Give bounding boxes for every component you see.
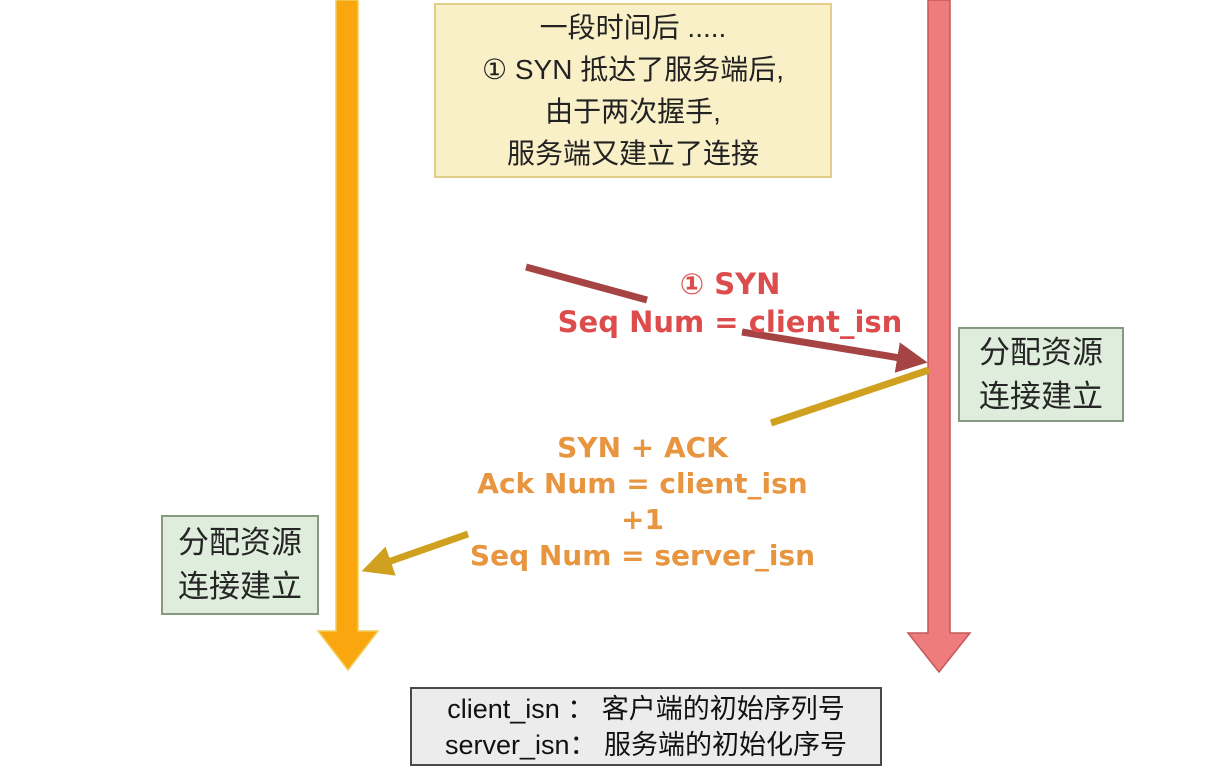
synack-arrow bbox=[361, 366, 931, 576]
note-line-3: 由于两次握手, bbox=[545, 95, 721, 127]
note-line-4: 服务端又建立了连接 bbox=[506, 137, 759, 169]
client-established-line-1: 分配资源 bbox=[178, 525, 302, 560]
syn-arrow bbox=[525, 263, 928, 373]
syn-message-title: ① SYN bbox=[679, 267, 781, 301]
legend-server-isn: server_isn： 服务端的初始化序号 bbox=[444, 729, 848, 760]
syn-message-label: ① SYN Seq Num = client_isn bbox=[545, 265, 915, 341]
legend-client-isn: client_isn ： 客户端的初始序列号 bbox=[447, 693, 845, 724]
synack-message-seq: Seq Num = server_isn bbox=[469, 539, 816, 572]
synack-message-ack: Ack Num = client_isn +1 bbox=[477, 467, 808, 536]
server-lifeline-arrow bbox=[906, 0, 972, 674]
server-established-line-2: 连接建立 bbox=[979, 378, 1103, 414]
client-established-box: 分配资源 连接建立 bbox=[161, 515, 319, 615]
isn-legend-box: client_isn ： 客户端的初始序列号 server_isn： 服务端的初… bbox=[410, 687, 882, 766]
note-line-2: ① SYN 抵达了服务端后, bbox=[481, 53, 784, 85]
synack-message-title: SYN + ACK bbox=[557, 431, 728, 464]
note-box: 一段时间后 ..... ① SYN 抵达了服务端后, 由于两次握手, 服务端又建… bbox=[434, 3, 832, 178]
note-line-1: 一段时间后 ..... bbox=[539, 11, 727, 43]
syn-message-seq: Seq Num = client_isn bbox=[557, 305, 903, 339]
server-established-box: 分配资源 连接建立 bbox=[958, 327, 1124, 422]
client-lifeline-arrow bbox=[316, 0, 380, 672]
synack-message-label: SYN + ACK Ack Num = client_isn +1 Seq Nu… bbox=[455, 430, 830, 574]
server-established-line-1: 分配资源 bbox=[979, 334, 1103, 370]
client-established-line-2: 连接建立 bbox=[178, 569, 302, 604]
